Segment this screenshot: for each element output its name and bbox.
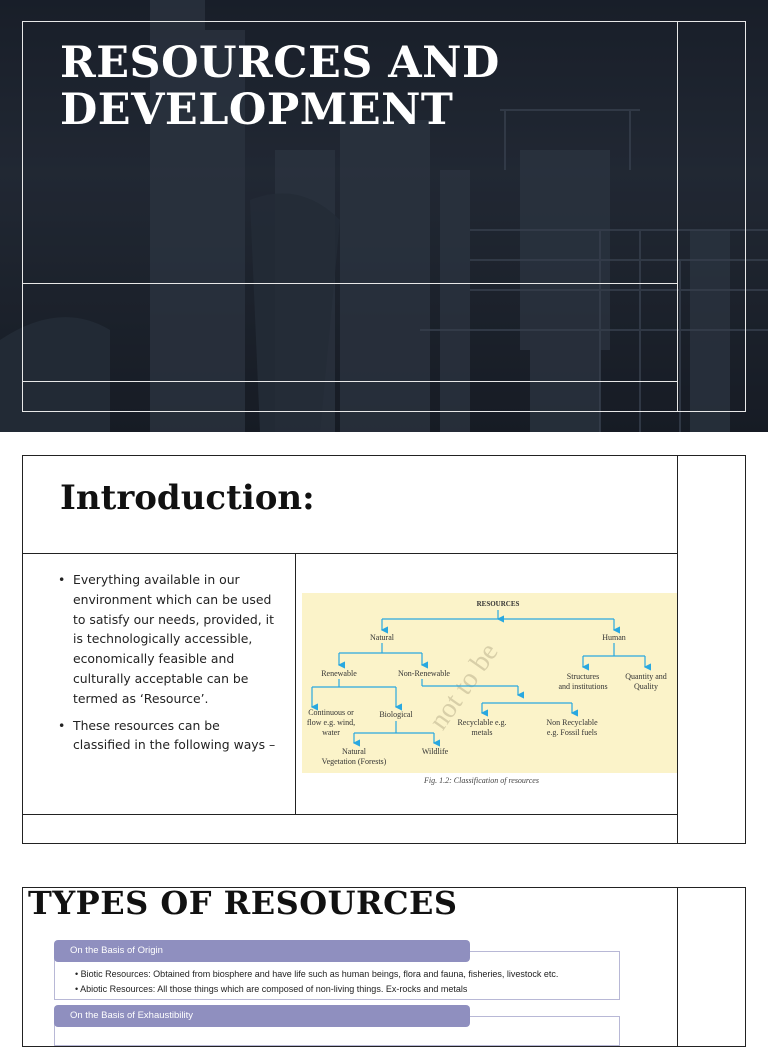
intro-slide-outer-frame (22, 455, 746, 844)
intro-bullet-1: Everything available in our environment … (58, 570, 280, 709)
node-natural-vegetation-line1: Natural (342, 747, 367, 756)
title-frame-divider-mid (22, 283, 678, 284)
classification-diagram: not to be (307, 600, 667, 766)
node-wildlife: Wildlife (422, 747, 449, 756)
origin-item-biotic: Biotic Resources: Obtained from biospher… (75, 967, 619, 982)
origin-item-abiotic: Abiotic Resources: All those things whic… (75, 982, 619, 997)
intro-title: Introduction: (60, 478, 315, 518)
node-continuous-line1: Continuous or (308, 708, 354, 717)
node-recyclable-line1: Recyclable e.g. (457, 718, 506, 727)
node-natural: Natural (370, 633, 395, 642)
figure-caption: Fig. 1.2: Classification of resources (424, 776, 539, 785)
title-frame-divider-low (22, 381, 678, 382)
node-human: Human (602, 633, 626, 642)
node-structures-line1: Structures (567, 672, 599, 681)
node-biological: Biological (379, 710, 413, 719)
origin-heading: On the Basis of Origin (54, 940, 470, 962)
types-slide-right-divider (677, 887, 678, 1047)
node-non-recyclable-line2: e.g. Fossil fuels (547, 728, 597, 737)
slide-title: RESOURCES AND DEVELOPMENT (60, 40, 620, 134)
types-title: TYPES OF RESOURCES (28, 884, 458, 922)
node-quantity-line2: Quality (634, 682, 658, 691)
node-quantity-line1: Quantity and (625, 672, 667, 681)
title-frame-divider-vertical (677, 21, 678, 412)
title-slide: RESOURCES AND DEVELOPMENT (0, 0, 768, 432)
node-renewable: Renewable (321, 669, 357, 678)
slide-title-line2: DEVELOPMENT (60, 85, 454, 135)
classification-figure: not to be (302, 593, 677, 773)
slide-title-line1: RESOURCES AND (60, 38, 500, 88)
node-natural-vegetation-line2: Vegetation (Forests) (322, 757, 387, 766)
node-structures-line2: and institutions (558, 682, 607, 691)
intro-slide-right-divider (677, 455, 678, 844)
intro-slide-footer-divider (22, 814, 678, 815)
node-non-recyclable-line1: Non Recyclable (546, 718, 598, 727)
intro-bullet-list: Everything available in our environment … (58, 570, 280, 762)
intro-slide-column-divider (295, 553, 296, 815)
exhaustibility-heading: On the Basis of Exhaustibility (54, 1005, 470, 1027)
diagram-connectors (310, 610, 651, 747)
title-frame-main (22, 21, 746, 412)
intro-bullet-2: These resources can be classified in the… (58, 716, 280, 756)
node-recyclable-line2: metals (472, 728, 493, 737)
industrial-plant-background (0, 0, 768, 432)
node-continuous-line3: water (322, 728, 340, 737)
node-resources: RESOURCES (477, 600, 520, 608)
node-continuous-line2: flow e.g. wind, (307, 718, 355, 727)
intro-slide-header-divider (22, 553, 678, 554)
node-non-renewable: Non-Renewable (398, 669, 450, 678)
